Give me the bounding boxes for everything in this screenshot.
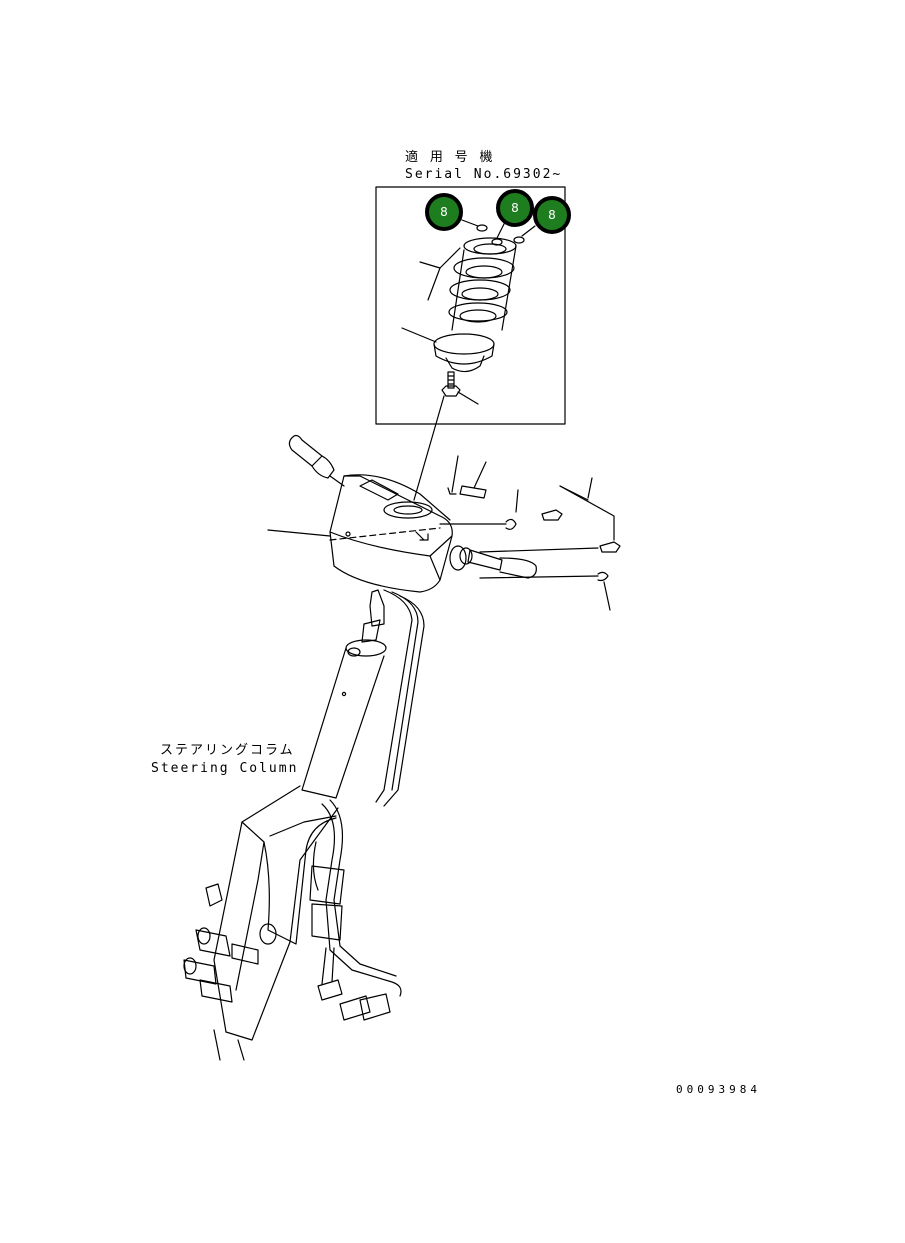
inset-bolt	[441, 371, 479, 405]
switch-hardware	[439, 455, 621, 611]
mounting-bracket	[183, 785, 339, 1061]
inset-boot	[401, 327, 495, 373]
steering-column-label-jp: ステアリングコラム	[160, 743, 295, 758]
serial-number-label: Serial No.69302~	[405, 167, 563, 182]
inset-leader	[413, 395, 445, 501]
switch-body	[267, 474, 453, 593]
callout-badge-2[interactable]: 8	[496, 189, 534, 227]
applicable-serial-title: 適 用 号 機	[405, 150, 495, 165]
drawing-number: 00093984	[676, 1083, 761, 1096]
callout-badge-1[interactable]: 8	[425, 193, 463, 231]
right-lever	[449, 545, 599, 579]
steering-column	[301, 589, 425, 807]
wire-harness	[309, 799, 402, 1021]
inset-frame	[375, 186, 566, 425]
inset-ring-stack	[419, 237, 517, 331]
callout-badge-3[interactable]: 8	[533, 196, 571, 234]
steering-column-label-en: Steering Column	[151, 761, 299, 776]
inset-screws	[461, 219, 536, 246]
left-lever	[288, 434, 345, 487]
